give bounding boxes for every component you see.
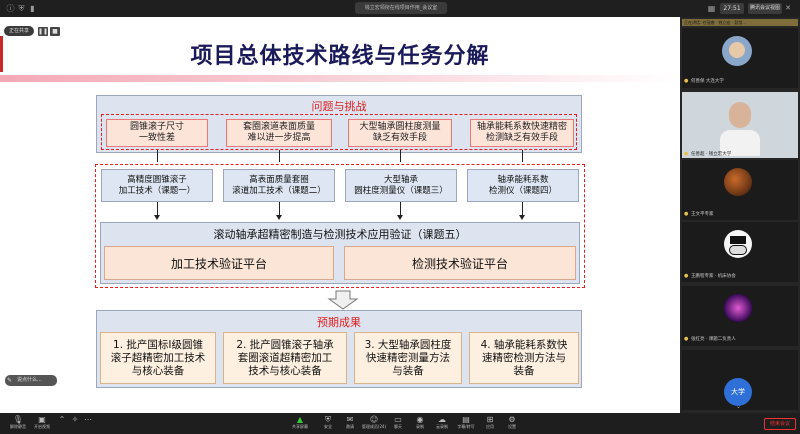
- avatar: [724, 230, 752, 258]
- topic-box: 高表面质量套圈 滚道加工技术（课题二）: [223, 169, 335, 202]
- slide-title: 项目总体技术路线与任务分解: [190, 44, 490, 69]
- chat-icon: ✎: [7, 377, 13, 384]
- invite-button[interactable]: ✉邀请: [332, 415, 368, 433]
- problem-item: 轴承能耗系数快速精密 检测缺乏有效手段: [470, 119, 574, 147]
- avatar: 大学: [724, 378, 752, 406]
- more-icon[interactable]: ⋯: [84, 415, 92, 424]
- topic5-title: 滚动轴承超精密制造与检测技术应用验证（课题五）: [213, 228, 467, 241]
- arrow-down-icon: [397, 215, 403, 220]
- signal-icon[interactable]: ▮: [30, 4, 35, 13]
- arrow-down-icon: [276, 215, 282, 220]
- record-icon: ◉: [416, 415, 424, 424]
- video-button[interactable]: ▣ 开启视频: [24, 415, 60, 433]
- mute-button[interactable]: 🎙 解除静音: [0, 415, 36, 433]
- problem-item: 套圈滚道表面质量 难以进一步提高: [226, 119, 332, 147]
- avatar: [724, 294, 752, 322]
- speaking-label: 正在讲话: 任冠睿 · 钱立宏 · 彭剑...: [684, 20, 747, 25]
- avatar: [722, 36, 752, 66]
- speaking-indicator-bar: [682, 19, 798, 26]
- problems-title: 问题与挑战: [311, 100, 367, 113]
- apps-icon: ⊞: [486, 415, 494, 424]
- record-cloud-icon: ☁: [438, 415, 446, 424]
- effects-icon[interactable]: ✧: [71, 415, 79, 424]
- mic-icon: ●: [684, 336, 689, 342]
- platform-box: 加工技术验证平台: [104, 246, 334, 280]
- stop-share-button[interactable]: ■: [50, 27, 60, 36]
- connector: [157, 202, 158, 216]
- mic-icon: ●: [684, 151, 689, 157]
- close-icon[interactable]: ✕: [785, 4, 791, 12]
- topic-box: 高精度圆锥滚子 加工技术（课题一）: [101, 169, 213, 202]
- layout-icon[interactable]: ▦: [707, 4, 716, 13]
- settings-icon: ⚙: [508, 415, 516, 424]
- connector: [400, 202, 401, 216]
- security-button[interactable]: ⛨安全: [310, 415, 346, 433]
- cloud-record-button[interactable]: ☁云录制: [424, 415, 460, 433]
- chevron-down-icon[interactable]: ⌄: [736, 403, 742, 410]
- mic-icon: 🎙: [12, 415, 24, 424]
- connector: [522, 150, 523, 162]
- members-icon: ☺: [369, 415, 379, 424]
- meeting-timer: 27:51: [720, 3, 744, 14]
- participant-name: 张红亮 · 课题二负责人: [691, 337, 736, 342]
- security-shield-icon[interactable]: ⛨: [18, 4, 25, 13]
- video-feed: [720, 96, 760, 156]
- chevron-up-icon[interactable]: ⌃: [58, 415, 66, 424]
- topic-box: 大型轴承 圆柱度测量仪（课题三）: [345, 169, 457, 202]
- result-box: 4. 轴承能耗系数快 速精密检测方法与 装备: [469, 332, 579, 384]
- participant-name: 何善保 大连大学: [691, 79, 724, 84]
- share-screen-button[interactable]: ▲共享屏幕: [282, 415, 318, 433]
- view-switch-button[interactable]: 腾讯会议视图: [748, 3, 782, 14]
- share-icon: ▲: [296, 415, 304, 424]
- topics-dashed-frame: [95, 164, 585, 288]
- result-box: 3. 大型轴承圆柱度 快速精密测量方法 与装备: [354, 332, 462, 384]
- mic-icon: ●: [684, 78, 689, 84]
- subtitle-icon: ▤: [462, 415, 470, 424]
- pause-share-button[interactable]: ❚❚: [38, 27, 49, 36]
- bottom-toolbar: [0, 413, 800, 434]
- meeting-title: 钱立宏领衔在线项目作用_会议室: [355, 2, 447, 14]
- connector: [400, 150, 401, 162]
- connector: [279, 150, 280, 162]
- title-underline-bar: [0, 75, 680, 82]
- result-box: 1. 批产国标Ⅰ级圆锥 滚子超精密加工技术 与核心装备: [100, 332, 216, 384]
- arrow-down-icon: [154, 215, 160, 220]
- problem-item: 圆锥滚子尺寸 一致性差: [106, 119, 208, 147]
- result-box: 2. 批产圆锥滚子轴承 套圈滚道超精密加工 技术与核心装备: [223, 332, 347, 384]
- mic-icon: ●: [684, 211, 689, 217]
- camera-icon: ▣: [38, 415, 46, 424]
- chat-button[interactable]: ▭聊天: [380, 415, 416, 433]
- security-icon: ⛨: [325, 415, 331, 424]
- connector: [522, 202, 523, 216]
- results-title: 预期成果: [317, 316, 361, 329]
- chat-icon: ▭: [394, 415, 402, 424]
- topic-box: 轴承能耗系数 检测仪（课题四）: [467, 169, 579, 202]
- slide-accent-strip: [0, 36, 3, 72]
- participant-name: 任善超 · 钱立宏大学: [691, 152, 732, 157]
- problems-dashed-frame: [101, 114, 577, 150]
- connector: [279, 202, 280, 216]
- record-button[interactable]: ◉录制: [402, 415, 438, 433]
- apps-button[interactable]: ⊞应用: [472, 415, 508, 433]
- members-button[interactable]: ☺管理成员(24): [356, 415, 392, 433]
- arrow-down-icon: [519, 215, 525, 220]
- invite-icon: ✉: [346, 415, 354, 424]
- problem-item: 大型轴承圆柱度测量 缺乏有效手段: [348, 119, 452, 147]
- avatar: [724, 168, 752, 196]
- end-meeting-button[interactable]: 结束会议: [764, 418, 796, 430]
- participant-name: 王文平专家: [691, 212, 714, 217]
- share-status-pill[interactable]: 正在共享: [4, 26, 34, 36]
- connector: [157, 150, 158, 162]
- participant-name: 王鹏程专家 · 机床协会: [691, 274, 736, 279]
- settings-button[interactable]: ⚙设置: [494, 415, 530, 433]
- chat-quick-input[interactable]: 说点什么...: [5, 375, 57, 386]
- platform-box: 检测技术验证平台: [344, 246, 576, 280]
- mic-icon: ●: [684, 273, 689, 279]
- subtitle-button[interactable]: ▤字幕/转写: [448, 415, 484, 433]
- down-arrow-icon: [327, 290, 359, 310]
- info-icon[interactable]: ⓘ: [6, 4, 15, 13]
